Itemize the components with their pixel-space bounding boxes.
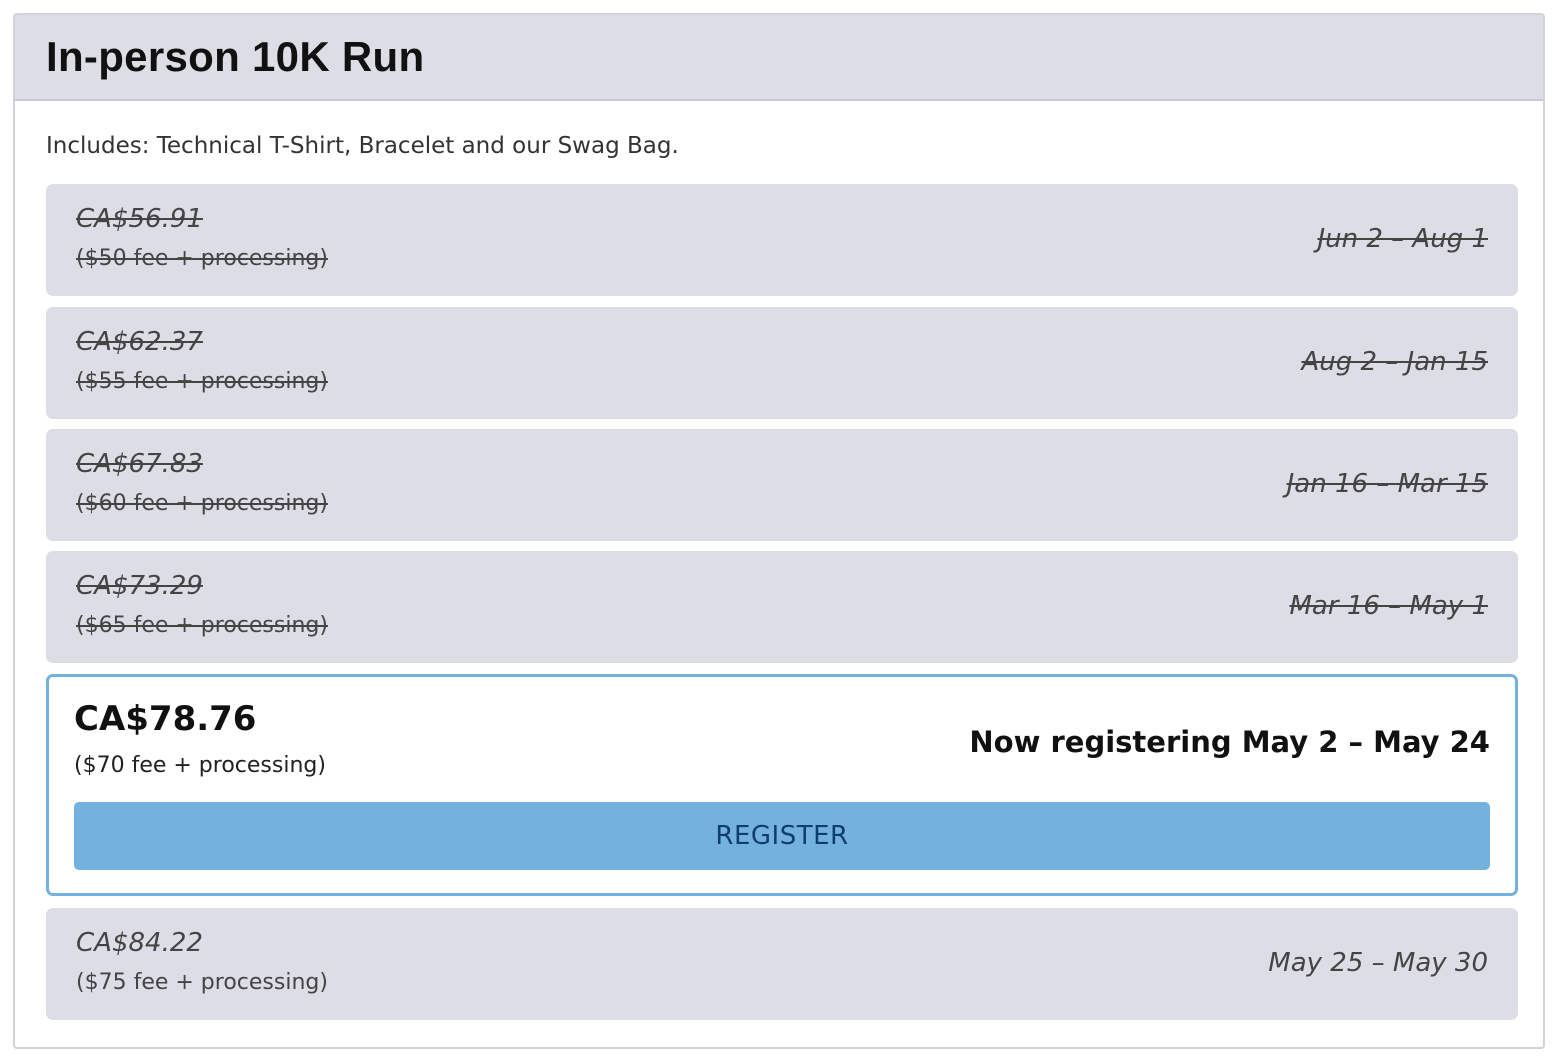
price-tier-expired: CA$56.91 ($50 fee + processing) Jun 2 – … (46, 184, 1518, 296)
tier-dates: Jun 2 – Aug 1 (1317, 224, 1488, 254)
tier-fee: ($75 fee + processing) (76, 970, 328, 995)
card-header: In-person 10K Run (15, 15, 1543, 101)
price-tier-upcoming: CA$84.22 ($75 fee + processing) May 25 –… (46, 908, 1518, 1020)
tier-fee: ($70 fee + processing) (74, 753, 326, 778)
tier-fee: ($55 fee + processing) (76, 369, 328, 394)
tier-dates: Aug 2 – Jan 15 (1301, 347, 1488, 377)
tier-dates: Jan 16 – Mar 15 (1286, 469, 1488, 499)
price-tier-active: CA$78.76 ($70 fee + processing) Now regi… (46, 674, 1518, 896)
tier-price: CA$73.29 (76, 571, 203, 601)
register-button[interactable]: REGISTER (74, 802, 1490, 870)
tier-price: CA$84.22 (76, 928, 203, 958)
price-tier-expired: CA$73.29 ($65 fee + processing) Mar 16 –… (46, 551, 1518, 663)
tier-fee: ($50 fee + processing) (76, 246, 328, 271)
includes-text: Includes: Technical T-Shirt, Bracelet an… (46, 133, 679, 159)
tier-price: CA$62.37 (76, 327, 203, 357)
tier-dates: May 25 – May 30 (1268, 948, 1488, 978)
tier-price: CA$56.91 (76, 204, 203, 234)
tier-dates: Mar 16 – May 1 (1289, 591, 1489, 621)
tier-price: CA$78.76 (74, 699, 257, 739)
event-card: In-person 10K Run Includes: Technical T-… (13, 13, 1545, 1049)
price-tier-expired: CA$62.37 ($55 fee + processing) Aug 2 – … (46, 307, 1518, 419)
tier-price: CA$67.83 (76, 449, 203, 479)
price-tier-expired: CA$67.83 ($60 fee + processing) Jan 16 –… (46, 429, 1518, 541)
event-title: In-person 10K Run (46, 33, 425, 80)
tier-dates: Now registering May 2 – May 24 (969, 725, 1490, 759)
tier-fee: ($60 fee + processing) (76, 491, 328, 516)
tier-fee: ($65 fee + processing) (76, 613, 328, 638)
